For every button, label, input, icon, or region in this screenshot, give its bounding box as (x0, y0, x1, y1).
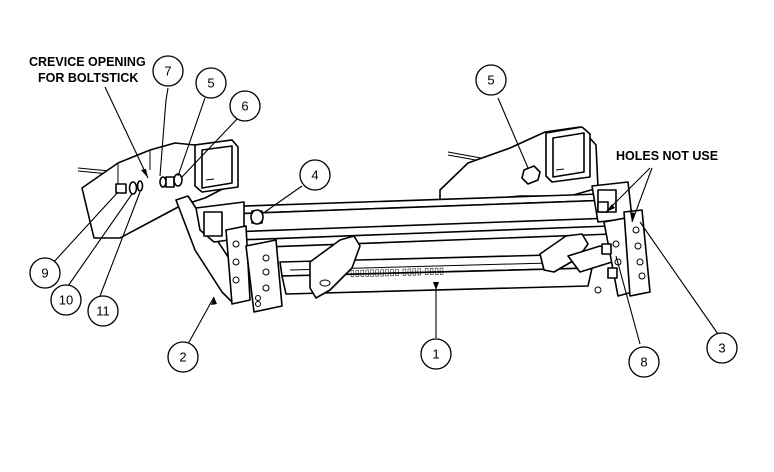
callout-10: 10 (50, 284, 82, 316)
holes-not-use-note: HOLES NOT USE (616, 149, 718, 163)
right-mounting-bracket (591, 181, 651, 297)
callout-1: 1 (420, 338, 452, 370)
callout-10-label: 10 (59, 293, 73, 308)
callout-1-label: 1 (432, 347, 439, 362)
crevice-opening-note-line2: FOR BOLTSTICK (38, 71, 138, 85)
hardware-left-frame (115, 173, 183, 195)
hardware-right-frame (521, 165, 541, 185)
callout-7: 7 (152, 55, 184, 87)
callout-6: 6 (229, 90, 261, 122)
callout-3: 3 (706, 332, 738, 364)
callout-2: 2 (167, 341, 199, 373)
right-frame-receiver (545, 126, 591, 183)
callout-3-label: 3 (718, 341, 725, 356)
leader-arrowheads (141, 169, 635, 305)
crevice-opening-note-line1: CREVICE OPENING (29, 55, 146, 69)
right-bracket-bolt (597, 201, 609, 213)
callout-9-label: 9 (41, 266, 48, 281)
callout-5-right-label: 5 (487, 73, 494, 88)
left-frame-receiver (194, 139, 239, 193)
crossbar-stamp: ▯▯▯▯▯▯▯▯▯▯ ▯▯▯▯ ▯▯▯▯ (350, 266, 444, 278)
callout-8: 8 (628, 346, 660, 378)
callout-5-left: 5 (195, 67, 227, 99)
callout-7-label: 7 (164, 64, 171, 79)
crossbar-bolt (250, 209, 264, 225)
callout-8-label: 8 (640, 355, 647, 370)
lower-right-bolts (601, 243, 618, 279)
callout-5-left-label: 5 (207, 76, 214, 91)
callout-6-label: 6 (241, 99, 248, 114)
callout-4-label: 4 (311, 168, 318, 183)
callout-2-label: 2 (179, 350, 186, 365)
leader-lines (51, 86, 719, 345)
left-mounting-bracket (175, 195, 283, 313)
crossbar: ▯▯▯▯▯▯▯▯▯▯ ▯▯▯▯ ▯▯▯▯ (215, 193, 613, 295)
callout-11-label: 11 (96, 304, 110, 319)
callout-5-right: 5 (475, 64, 507, 96)
callout-4: 4 (299, 159, 331, 191)
callout-9: 9 (29, 257, 61, 289)
callout-11: 11 (87, 295, 119, 327)
